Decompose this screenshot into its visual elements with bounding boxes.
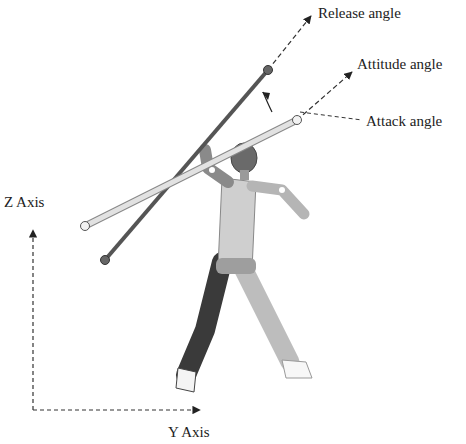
y-axis — [33, 409, 200, 410]
release-direction — [268, 16, 311, 70]
javelin-end — [81, 222, 90, 231]
athlete-figure — [176, 143, 312, 392]
javelin-release — [105, 70, 268, 260]
axis-label: Z Axis — [4, 194, 44, 211]
axis-label: Y Axis — [168, 424, 210, 441]
attack-leader — [300, 112, 362, 120]
javelin-tip — [264, 66, 273, 75]
javelin-tip — [293, 116, 302, 125]
javelin-attitude — [85, 120, 297, 226]
attack-arc-head — [262, 92, 270, 100]
attitude-direction — [297, 72, 352, 120]
angle-label: Release angle — [318, 5, 401, 22]
z-axis — [32, 230, 33, 410]
javelin-end — [101, 256, 110, 265]
attack-arc — [263, 92, 272, 112]
angle-label: Attitude angle — [357, 56, 442, 73]
angle-label: Attack angle — [366, 113, 442, 130]
